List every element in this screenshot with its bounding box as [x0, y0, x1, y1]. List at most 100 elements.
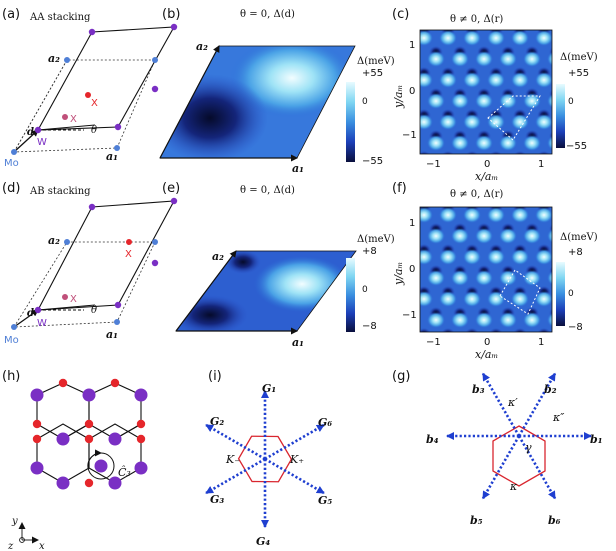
panel-f-maximum [451, 228, 469, 244]
panel-c-maximum [391, 156, 409, 172]
panel-a-w-atom [34, 126, 42, 134]
panel-b-a1-label: a₁ [292, 162, 304, 175]
panel-e-a2-vector [175, 250, 237, 332]
panel-c-maximum [439, 114, 457, 130]
panel-h-red-atom [58, 378, 68, 388]
panel-f-heatmap [405, 186, 616, 382]
panel-c-maximum [547, 51, 552, 67]
panel-e-heatmap [176, 251, 356, 331]
panel-i-G3: G₃ [210, 493, 224, 506]
panel-f-maximum [475, 312, 493, 328]
panel-f-maximum [427, 228, 445, 244]
panel-c-maximum [463, 30, 481, 46]
panel-e-colorbar [346, 258, 355, 332]
panel-g-kappa-prime: κ′ [507, 396, 518, 409]
panel-f-frame [419, 206, 553, 333]
panel-a-d-label: d [27, 127, 34, 138]
panel-f-xtick: 1 [538, 337, 544, 348]
panel-e-title: θ = 0, Δ(d) [240, 185, 295, 196]
panel-h-purple-atom [30, 388, 44, 402]
panel-f-ytick: 0 [409, 264, 415, 275]
panel-i-letter: (i) [208, 369, 222, 384]
panel-f-maximum [463, 249, 481, 265]
panel-f-maximum [499, 228, 517, 244]
panel-h-red-atom [136, 434, 146, 444]
panel-c-cbar-title: Δ(meV) [560, 52, 598, 63]
panel-f-minimum [597, 307, 611, 319]
panel-d-w-atom [88, 203, 96, 211]
panel-e-cbar-bot: −8 [362, 321, 377, 332]
panel-e-a2-label: a₂ [212, 250, 224, 263]
panel-b-a2-label: a₂ [196, 40, 208, 53]
panel-f-minimum [441, 327, 455, 332]
panel-f-maximum [559, 333, 577, 349]
panel-d-x-label: X [125, 249, 132, 260]
panel-c-cbar-mid: 0 [568, 97, 574, 107]
panel-c-maximum [439, 156, 457, 172]
panel-e-cbar-top: +8 [362, 246, 377, 257]
panel-c-maximum [451, 135, 469, 151]
panel-c-maximum [523, 135, 541, 151]
panel-c-maximum [595, 9, 613, 25]
panel-c-minimum [537, 193, 551, 205]
panel-c-heatmap [391, 9, 616, 205]
panel-f-maximum [427, 354, 445, 370]
panel-b-letter: (b) [162, 7, 180, 22]
panel-f-minimum [405, 349, 419, 361]
panel-f-maximum [499, 312, 517, 328]
panel-c-maximum [583, 114, 601, 130]
panel-f-minimum [609, 328, 616, 340]
panel-f-maximum [559, 207, 577, 223]
panel-f-minimum [420, 327, 431, 332]
panel-h-z-label: z [7, 541, 14, 551]
panel-f-minimum [585, 286, 599, 298]
panel-g-vector [481, 435, 521, 500]
panel-f-minimum [549, 349, 563, 361]
panel-h-purple-atom [134, 388, 148, 402]
panel-i-G5: G₅ [318, 494, 332, 507]
panel-c-minimum [573, 172, 587, 184]
panel-h-purple-atom [56, 432, 70, 446]
panel-a-mo-atom [11, 149, 17, 155]
panel-b-cbar-mid: 0 [362, 97, 368, 107]
panel-f-minimum [429, 349, 443, 361]
panel-h-c3-label: Ĉ₃ [118, 465, 131, 479]
panel-g-arrows [446, 372, 592, 500]
panel-h-letter: (h) [2, 369, 20, 384]
panel-c-minimum [585, 151, 599, 163]
panel-f-maximum [475, 270, 493, 286]
panel-c-minimum [609, 25, 616, 37]
panel-e-cbar-title: Δ(meV) [357, 234, 395, 245]
panel-f-minimum [513, 370, 527, 382]
panel-h-red-atom [84, 478, 94, 488]
panel-f-minimum [537, 370, 551, 382]
panel-c-maximum [420, 114, 433, 130]
panel-c-minimum [441, 150, 455, 154]
panel-b-cbar-title: Δ(meV) [357, 56, 395, 67]
panel-f-maximum [451, 270, 469, 286]
panel-c-xtick: −1 [426, 159, 441, 170]
panel-c-maximum [535, 72, 552, 88]
panel-c-minimum [513, 193, 527, 205]
panel-f-maximum [523, 186, 541, 202]
panel-h-red-atom [32, 434, 42, 444]
panel-b-title: θ = 0, Δ(d) [240, 9, 295, 20]
panel-c-minimum [609, 151, 616, 163]
panel-c-minimum [597, 46, 611, 58]
panel-g-b5: b₅ [470, 514, 483, 527]
panel-c-letter: (c) [392, 7, 409, 22]
panel-c-maximum [511, 30, 529, 46]
panel-f-maximum [499, 354, 517, 370]
panel-f-minimum [465, 327, 479, 332]
panel-d-w-atom [170, 197, 178, 205]
panel-d-w-label: W [37, 318, 47, 329]
panel-f-minimum [585, 202, 599, 214]
panel-b-heatmap [160, 46, 355, 158]
panel-f-maximum [463, 207, 481, 223]
panel-f-maximum [547, 354, 565, 370]
panel-e-cbar-mid: 0 [362, 285, 368, 295]
panel-f-maximum [439, 207, 457, 223]
panel-c-maximum [571, 177, 589, 193]
panel-c-maximum [427, 177, 445, 193]
panel-a-theta: θ [91, 125, 97, 136]
